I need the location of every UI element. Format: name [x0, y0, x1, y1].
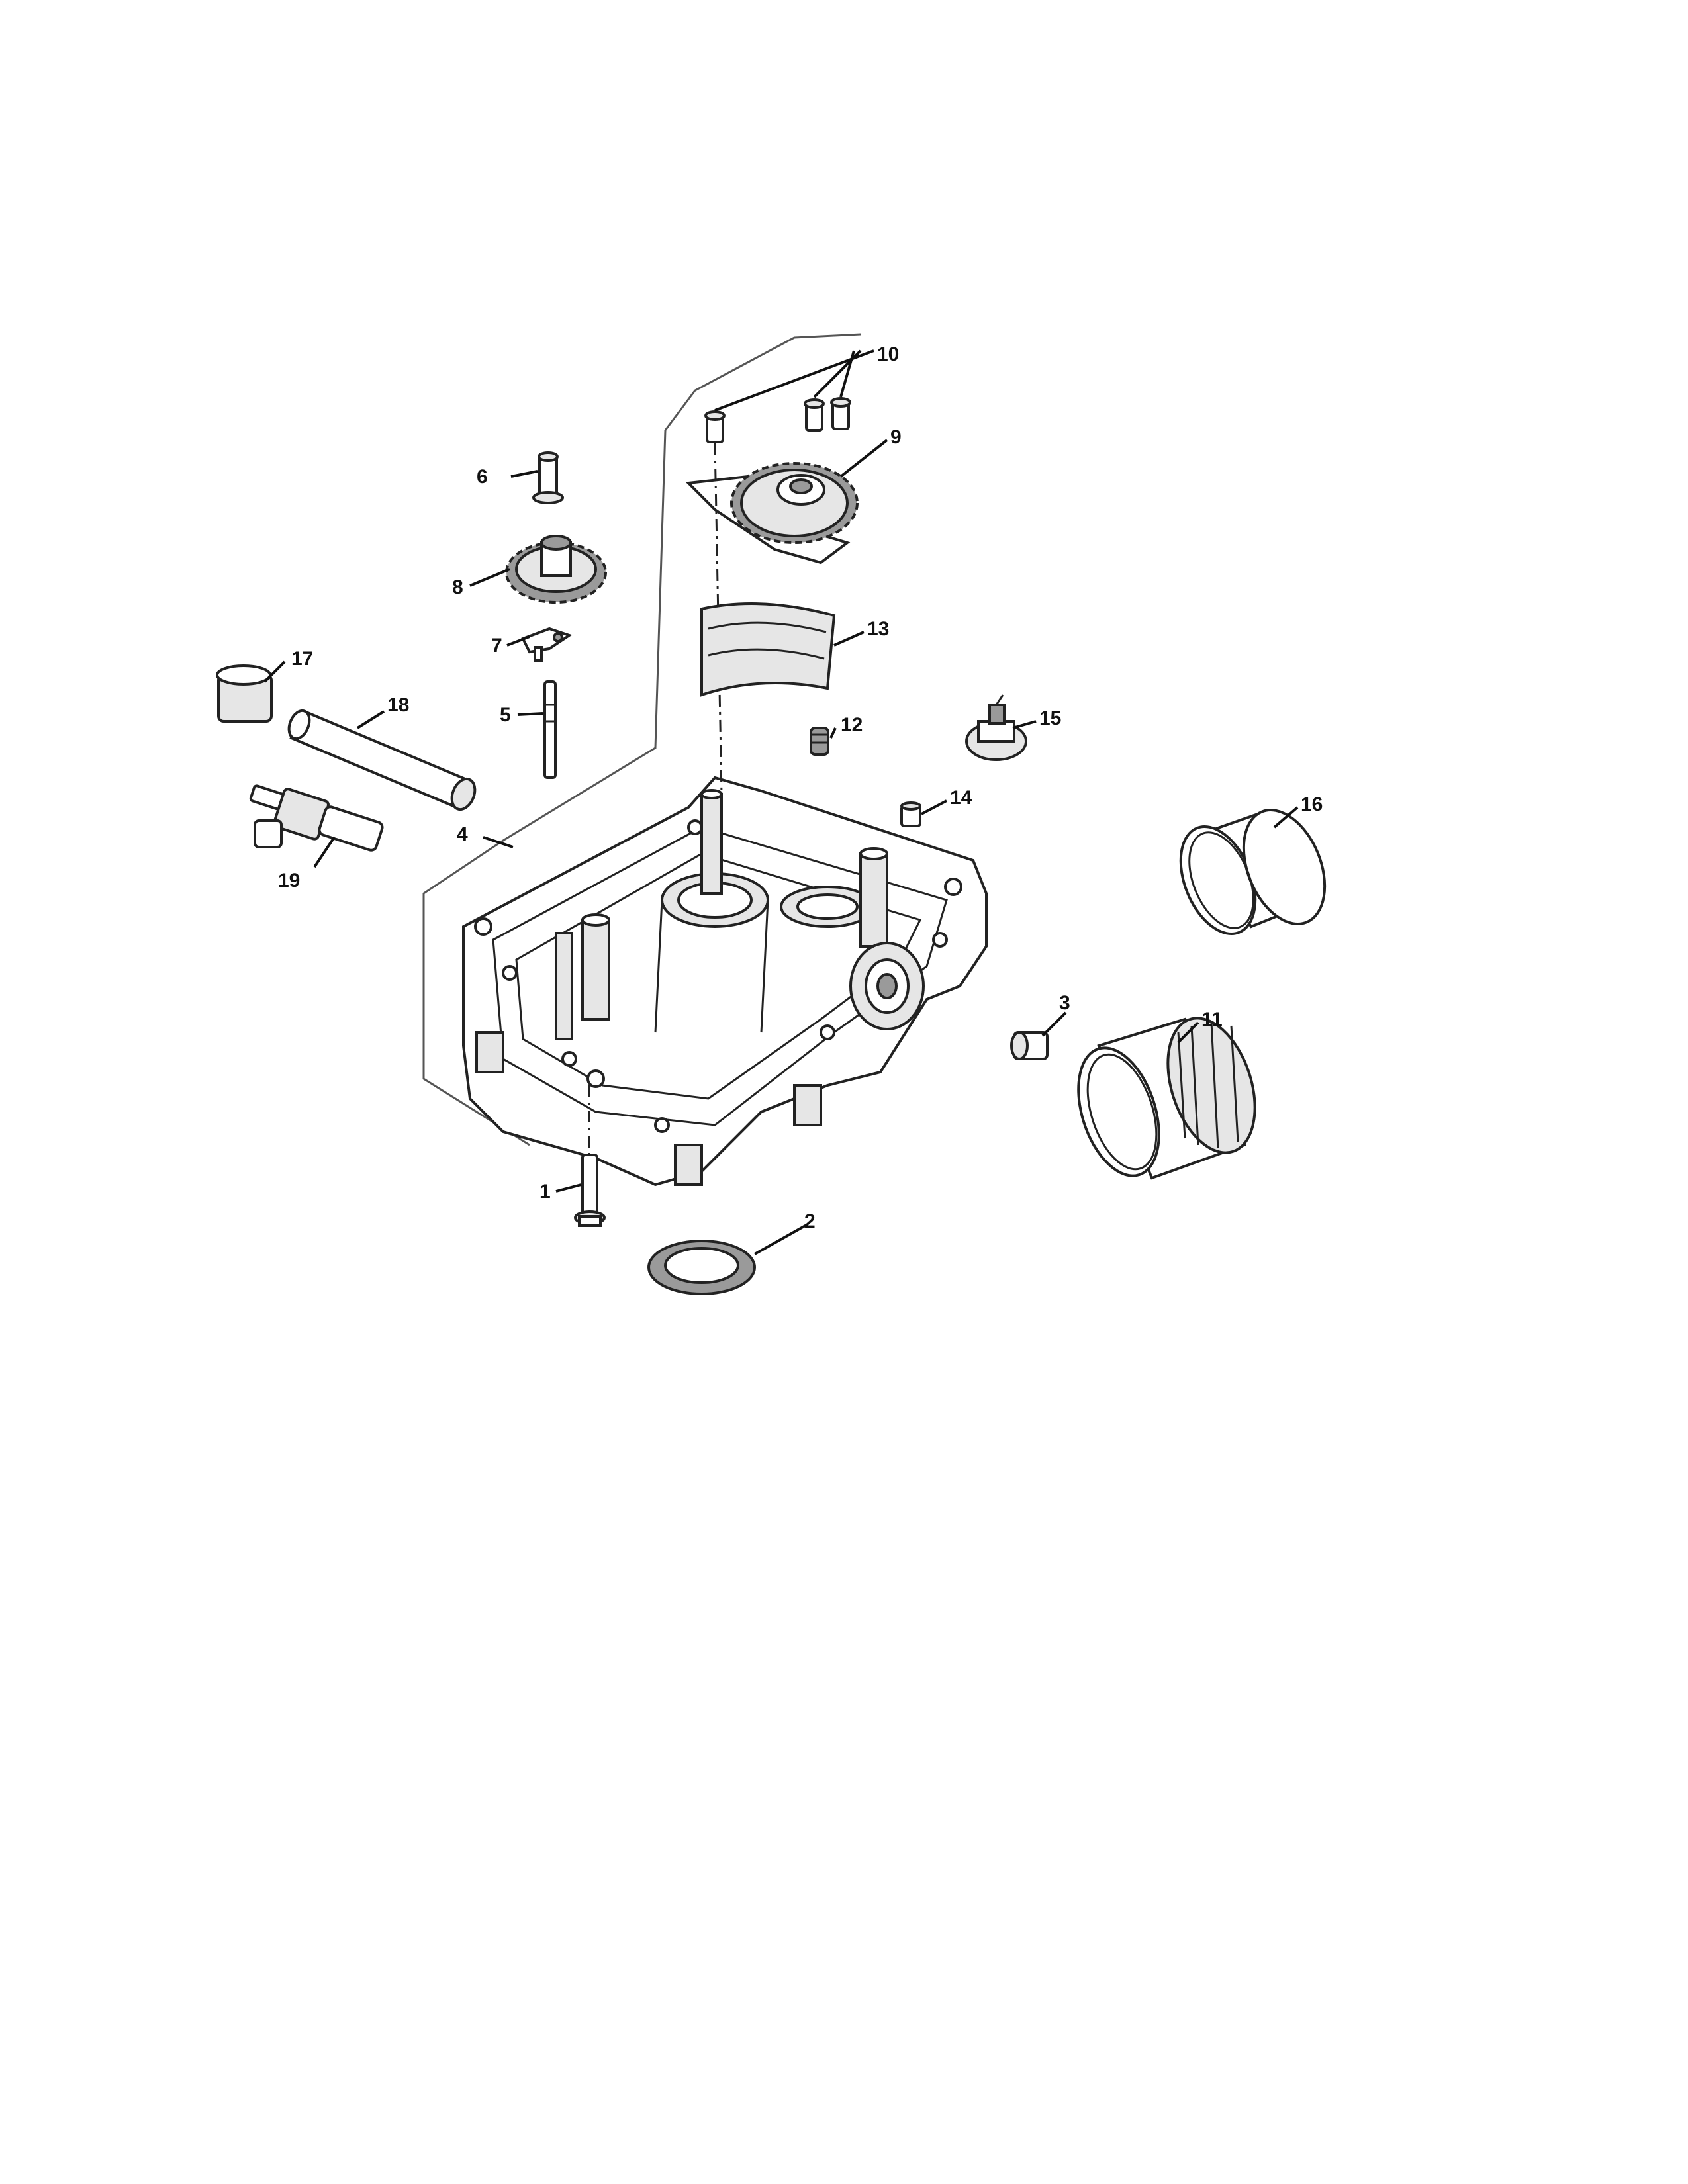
- callout-8: 8: [452, 576, 463, 598]
- callout-2: 2: [804, 1210, 816, 1232]
- plug: [900, 801, 921, 827]
- assembly-boundary: [422, 336, 795, 1146]
- callout-3: 3: [1059, 992, 1070, 1014]
- oil-filter-alt: [1179, 809, 1327, 936]
- governor-gear: [505, 535, 607, 604]
- callout-10: 10: [877, 343, 899, 365]
- callout-4: 4: [457, 823, 468, 845]
- callout-6: 6: [477, 466, 488, 488]
- bolt: [574, 1154, 606, 1227]
- oil-pump: [685, 462, 859, 565]
- callout-5: 5: [500, 704, 511, 726]
- oil-seal: [647, 1240, 756, 1295]
- callout-9: 9: [890, 426, 902, 448]
- assembly-boundary-tick: [794, 333, 861, 339]
- oil-filter: [1077, 1017, 1256, 1180]
- callout-7: 7: [491, 635, 502, 657]
- callout-labels: 10 9 6 8 7 13 17 18 12 15 5 14 16 4 19 3…: [278, 343, 1323, 1232]
- callout-16: 16: [1301, 794, 1323, 815]
- callout-18: 18: [387, 694, 409, 716]
- callout-14: 14: [950, 787, 972, 809]
- callout-19: 19: [278, 870, 300, 891]
- screen: [700, 602, 836, 697]
- leader-lines: [263, 349, 1299, 1255]
- fitting: [249, 784, 384, 852]
- stud: [532, 451, 564, 504]
- callout-17: 17: [291, 648, 313, 670]
- bushing: [216, 664, 273, 723]
- filter-nipple: [1010, 1031, 1049, 1060]
- callout-12: 12: [841, 714, 863, 736]
- tube: [287, 709, 477, 811]
- assembly-axis-9-13: [714, 443, 723, 795]
- spring: [810, 727, 829, 756]
- pressure-switch: [965, 694, 1027, 761]
- screws: [704, 397, 851, 443]
- callout-11: 11: [1201, 1009, 1223, 1030]
- callout-13: 13: [867, 618, 889, 640]
- shaft: [543, 680, 557, 779]
- callout-15: 15: [1039, 707, 1061, 729]
- oil-pan: [462, 776, 988, 1187]
- callout-1: 1: [539, 1181, 551, 1203]
- governor-arm: [521, 627, 573, 662]
